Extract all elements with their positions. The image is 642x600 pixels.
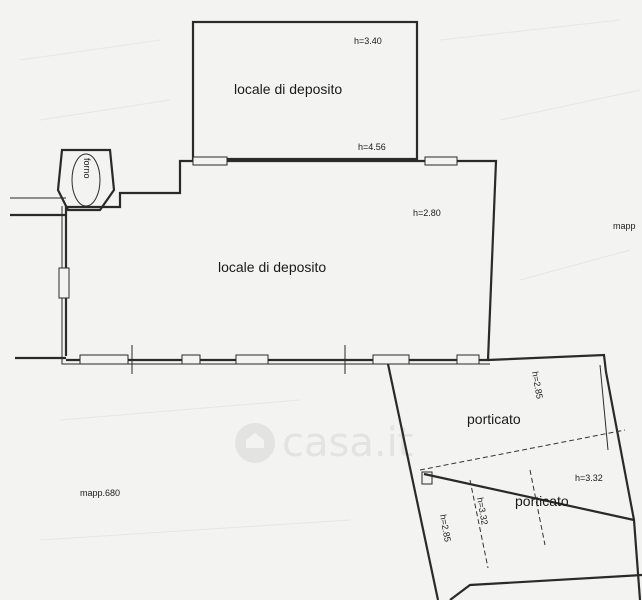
porch-1-label: porticato: [467, 411, 521, 427]
porch-2-label: porticato: [515, 493, 569, 509]
porch-1-height: h=2.85: [530, 371, 545, 400]
porch-2-height-right: h=3.32: [575, 473, 603, 483]
porch-2-height-mid: h=3.32: [475, 497, 490, 526]
upper-storage-room: [191, 20, 419, 161]
oven: forno: [56, 148, 116, 212]
porch-2-height-left: h=2.85: [438, 514, 453, 543]
window-openings: [58, 156, 480, 374]
parcel-right-label: mapp: [613, 221, 636, 231]
watermark: casa.it: [235, 420, 413, 466]
upper-storage-height-bottom: h=4.56: [358, 142, 386, 152]
porch-area: [386, 353, 642, 600]
upper-storage-height-top: h=3.40: [354, 36, 382, 46]
main-storage-label: locale di deposito: [218, 259, 326, 275]
parcel-left-label: mapp.680: [80, 488, 120, 498]
main-storage-room: [10, 159, 498, 365]
upper-storage-label: locale di deposito: [234, 81, 342, 97]
background-texture: [19, 19, 641, 541]
oven-label: forno: [82, 158, 92, 179]
watermark-text: casa.it: [282, 420, 413, 466]
main-storage-height: h=2.80: [413, 208, 441, 218]
